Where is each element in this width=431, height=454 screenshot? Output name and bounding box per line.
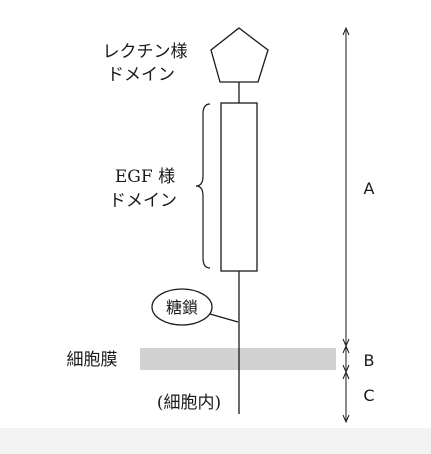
lectin-label-line1: レクチン様 (103, 42, 188, 62)
segment-b-label: B (364, 351, 375, 370)
sugar-chain-label: 糖鎖 (166, 298, 198, 317)
span-b-arrow-top (342, 344, 350, 354)
egf-domain-rect (220, 102, 258, 272)
segment-c-label: C (363, 386, 374, 405)
selectin-structure-diagram: レクチン様 ドメイン EGF 様 ドメイン 糖鎖 細胞膜 (細胞内) A B C (67, 26, 375, 424)
cell-membrane-band (140, 348, 336, 370)
egf-brace (195, 103, 211, 269)
egf-label-line2: ドメイン (109, 191, 177, 211)
footer-strip (0, 428, 431, 454)
sugar-chain-connector (209, 313, 239, 323)
span-a-arrow-top (342, 26, 350, 36)
span-c-arrow-bottom (342, 414, 350, 424)
egf-label-line1: EGF 様 (115, 167, 175, 187)
sugar-chain-bubble (151, 288, 213, 326)
span-c-arrow-top (342, 370, 350, 380)
lectin-domain-pentagon (210, 27, 269, 83)
segment-a-label: A (364, 179, 375, 198)
lectin-label-line2: ドメイン (107, 65, 175, 85)
intracellular-label: (細胞内) (157, 393, 221, 413)
cell-membrane-label: 細胞膜 (67, 350, 118, 370)
